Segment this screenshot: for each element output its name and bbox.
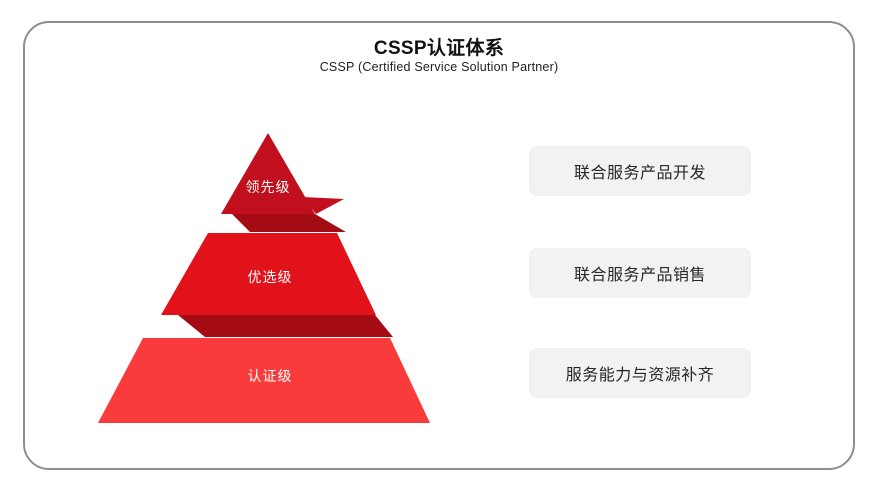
pyramid-tier-middle	[161, 233, 376, 315]
pyramid-label-certified: 认证级	[247, 368, 293, 384]
benefit-box-product-development: 联合服务产品开发	[529, 146, 751, 196]
page-title: CSSP认证体系	[373, 38, 505, 59]
pyramid-fold-2	[178, 315, 393, 337]
benefit-label: 联合服务产品销售	[573, 267, 706, 284]
benefit-label: 联合服务产品开发	[573, 165, 706, 182]
pyramid-fold-1	[232, 214, 346, 232]
pyramid-fold-top-wing	[303, 197, 344, 214]
pyramid-diagram	[98, 133, 430, 423]
pyramid-tier-bottom	[98, 338, 430, 423]
benefit-box-capability-resources: 服务能力与资源补齐	[529, 348, 751, 398]
pyramid-label-preferred: 优选级	[247, 269, 293, 285]
page-subtitle: CSSP (Certified Service Solution Partner…	[319, 60, 559, 74]
benefit-box-product-sales: 联合服务产品销售	[529, 248, 751, 298]
benefit-label: 服务能力与资源补齐	[565, 367, 715, 384]
pyramid-tier-top	[221, 133, 315, 214]
pyramid-label-leading: 领先级	[245, 179, 291, 195]
slide-border-frame	[23, 21, 855, 470]
